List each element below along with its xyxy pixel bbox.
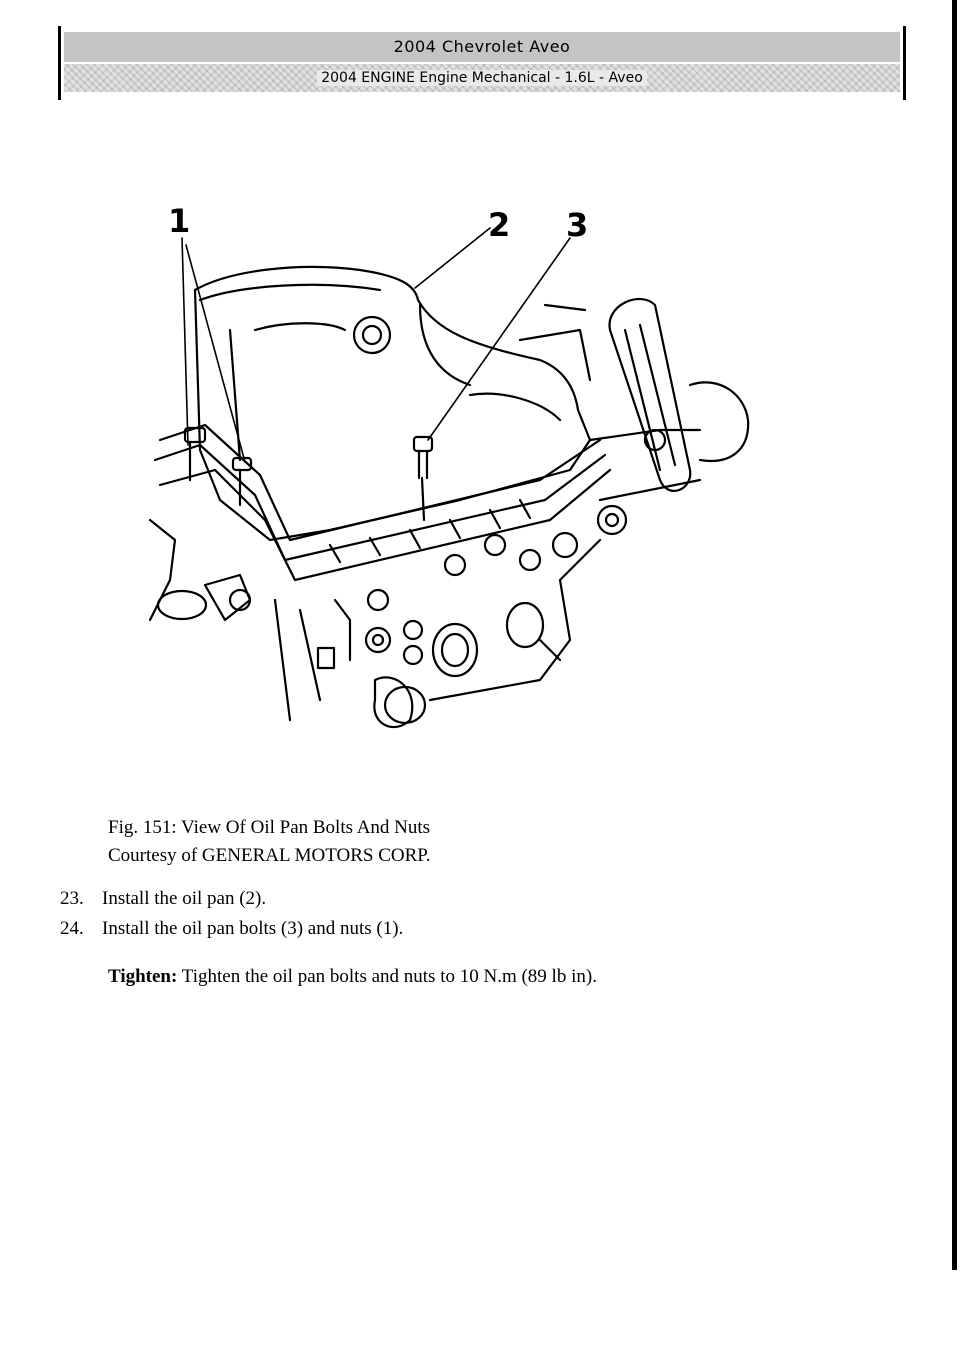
engine-block	[148, 518, 602, 729]
figure-caption: Fig. 151: View Of Oil Pan Bolts And Nuts…	[108, 814, 431, 870]
step-text: Install the oil pan bolts (3) and nuts (…	[102, 918, 404, 939]
caption-courtesy: Courtesy of GENERAL MOTORS CORP.	[108, 845, 431, 866]
caption-title: Fig. 151: View Of Oil Pan Bolts And Nuts	[108, 817, 431, 838]
bolt-3	[412, 435, 434, 522]
tighten-label: Tighten:	[108, 966, 178, 987]
callout-1: 1	[168, 202, 190, 240]
callout-3: 3	[566, 206, 588, 244]
leader-lines	[181, 227, 571, 463]
right-margin-rule	[952, 0, 957, 1270]
nuts-1	[183, 426, 253, 507]
vehicle-title: 2004 Chevrolet Aveo	[64, 32, 900, 62]
header-left-rule	[58, 26, 61, 100]
tighten-instruction: Tighten: Tighten the oil pan bolts and n…	[108, 966, 597, 988]
step-24: 24. Install the oil pan bolts (3) and nut…	[60, 918, 403, 940]
oil-pan	[193, 265, 592, 542]
tighten-text: Tighten the oil pan bolts and nuts to 10…	[181, 966, 597, 987]
header-right-rule	[903, 26, 906, 100]
right-bracket	[518, 297, 750, 536]
oil-pan-illustration: 1 2 3	[148, 202, 750, 729]
section-subtitle: 2004 ENGINE Engine Mechanical - 1.6L - A…	[64, 64, 900, 92]
callout-2: 2	[488, 206, 510, 244]
step-number: 24.	[60, 918, 84, 939]
section-subtitle-text: 2004 ENGINE Engine Mechanical - 1.6L - A…	[317, 70, 647, 86]
step-23: 23. Install the oil pan (2).	[60, 888, 266, 910]
step-text: Install the oil pan (2).	[102, 888, 267, 909]
page-header: 2004 Chevrolet Aveo 2004 ENGINE Engine M…	[58, 26, 906, 100]
step-number: 23.	[60, 888, 84, 909]
